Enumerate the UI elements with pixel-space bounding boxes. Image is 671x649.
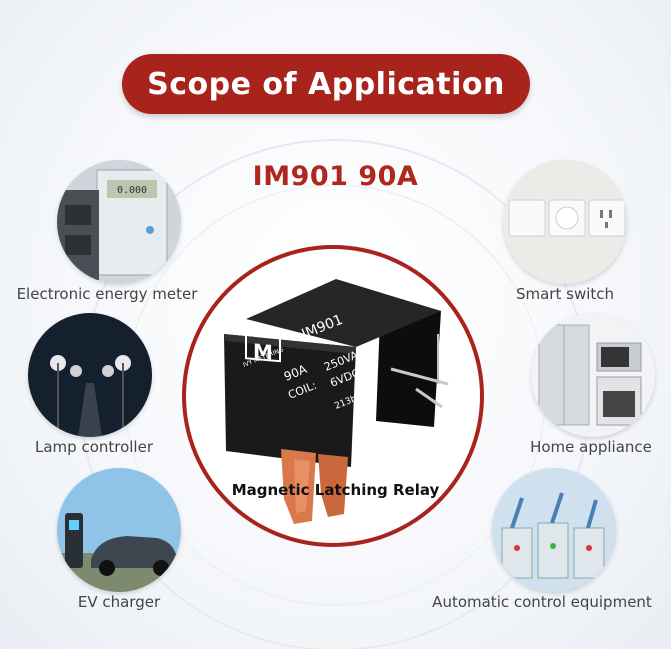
ev-charger-image	[57, 468, 181, 592]
application-lamp-controller: Lamp controller	[28, 313, 153, 456]
lamp-controller-image	[28, 313, 152, 437]
application-smart-switch: Smart switch	[503, 160, 627, 303]
application-ev-charger: EV charger	[57, 468, 181, 611]
energy-meter-image: 0.000	[57, 160, 181, 284]
relay-image: M IVY METERING IM901 90A 250VAC COIL: 6V…	[186, 249, 480, 543]
application-label: Lamp controller	[34, 438, 154, 456]
product-model-heading: IM901 90A	[252, 161, 419, 192]
application-label: Home appliance	[530, 438, 652, 456]
meter-display-reading: 0.000	[117, 185, 147, 196]
relay-logo-letter: M	[253, 339, 273, 365]
application-home-appliance: Home appliance	[530, 313, 655, 456]
home-appliance-image	[531, 313, 655, 437]
application-label: Electronic energy meter	[16, 285, 198, 303]
application-label: Automatic control equipment	[432, 593, 652, 611]
application-automatic-control: Automatic control equipment	[432, 468, 652, 611]
product-caption: Magnetic Latching Relay	[231, 481, 440, 499]
section-title: Scope of Application	[147, 66, 505, 102]
automatic-control-image	[492, 468, 616, 592]
section-title-banner: Scope of Application	[122, 54, 530, 114]
application-energy-meter: 0.000 Electronic energy meter	[17, 160, 197, 303]
application-label: EV charger	[77, 593, 161, 611]
product-image-frame: M IVY METERING IM901 90A 250VAC COIL: 6V…	[182, 245, 484, 547]
smart-switch-image	[503, 160, 627, 284]
application-label: Smart switch	[515, 285, 615, 303]
